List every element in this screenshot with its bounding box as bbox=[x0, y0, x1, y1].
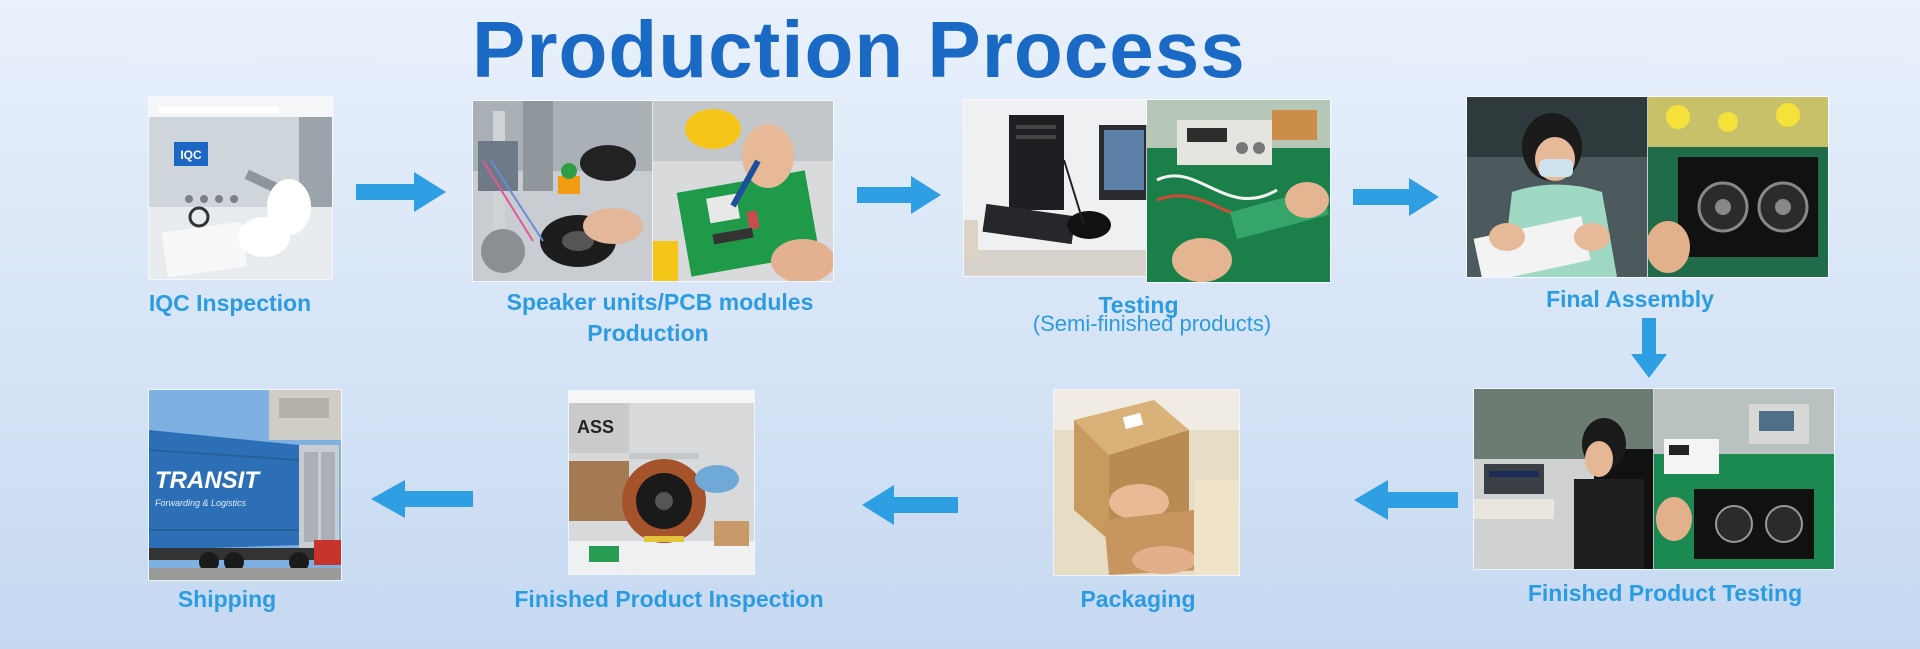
step-speaker-pcb-production-label-line2: Production bbox=[587, 320, 709, 346]
meter-testing-photo bbox=[1147, 100, 1330, 282]
finished-testing-bench-photo bbox=[1654, 389, 1834, 569]
packaging-photo bbox=[1054, 390, 1239, 575]
arrow-right-icon bbox=[356, 172, 446, 212]
iqc-sign-text: IQC bbox=[180, 148, 202, 162]
finished-testing-worker-photo bbox=[1474, 389, 1654, 569]
arrow-left-icon bbox=[862, 485, 958, 525]
computer-testing-photo bbox=[964, 100, 1147, 276]
ass-sign-text: ASS bbox=[577, 417, 614, 437]
finished-inspection-photo: ASS bbox=[569, 391, 754, 574]
step-testing-label: Testing bbox=[1098, 292, 1179, 318]
step-speaker-pcb-production-label: Speaker units/PCB modules bbox=[506, 289, 814, 315]
iqc-inspection-photo: IQC bbox=[149, 97, 332, 279]
step-final-assembly-label: Final Assembly bbox=[1546, 286, 1714, 312]
step-testing-sublabel: (Semi-finished products) bbox=[1032, 311, 1272, 336]
arrow-right-icon bbox=[1353, 178, 1439, 216]
arrow-left-icon bbox=[371, 480, 473, 518]
arrow-down-icon bbox=[1631, 318, 1667, 378]
arrow-right-icon bbox=[857, 176, 941, 214]
step-finished-product-testing-label: Finished Product Testing bbox=[1527, 580, 1803, 606]
speaker-production-photo bbox=[473, 101, 653, 281]
arrow-left-icon bbox=[1354, 480, 1458, 520]
transit-container-subtext: Forwarding & Logistics bbox=[155, 498, 247, 508]
step-shipping-label: Shipping bbox=[177, 586, 277, 612]
shipping-container-photo: TRANSIT Forwarding & Logistics bbox=[149, 390, 341, 580]
step-finished-product-inspection-label: Finished Product Inspection bbox=[514, 586, 824, 612]
page-title: Production Process bbox=[472, 5, 1246, 94]
step-packaging-label: Packaging bbox=[1080, 586, 1196, 612]
pcb-soldering-photo bbox=[653, 101, 833, 281]
final-assembly-worker-photo bbox=[1467, 97, 1648, 277]
step-iqc-inspection-label: IQC Inspection bbox=[148, 290, 312, 316]
final-assembly-unit-photo bbox=[1648, 97, 1828, 277]
transit-container-text: TRANSIT bbox=[155, 467, 261, 494]
